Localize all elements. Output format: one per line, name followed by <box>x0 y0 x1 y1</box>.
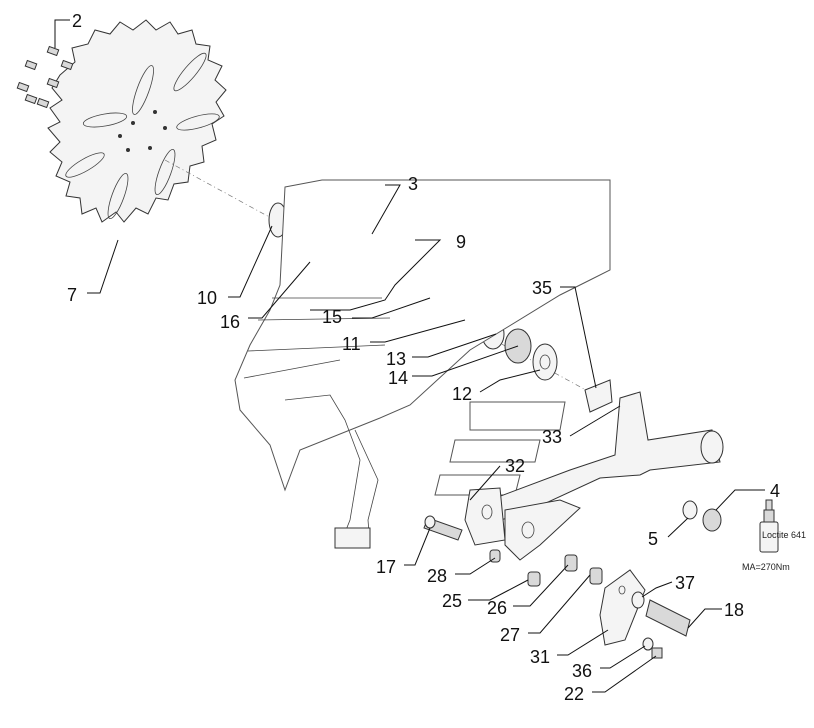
callout-17: 17 <box>376 557 396 577</box>
notched-disc <box>47 19 227 223</box>
callout-13: 13 <box>386 349 406 369</box>
adhesive-bottle: Loctite 641 <box>759 499 806 553</box>
callout-2: 2 <box>72 11 82 31</box>
callout-7: 7 <box>67 285 77 305</box>
callout-12: 12 <box>452 384 472 404</box>
callout-4: 4 <box>770 481 780 501</box>
callout-28: 28 <box>427 566 447 586</box>
callout-10: 10 <box>197 288 217 308</box>
callout-18: 18 <box>724 600 744 620</box>
callout-36: 36 <box>572 661 592 681</box>
callout-22: 22 <box>564 684 584 704</box>
callout-16: 16 <box>220 312 240 332</box>
callout-31: 31 <box>530 647 550 667</box>
callout-15: 15 <box>322 307 342 327</box>
shank-arm <box>284 379 724 659</box>
adhesive-label: Loctite 641 <box>762 530 806 540</box>
callout-37: 37 <box>675 573 695 593</box>
callout-11: 11 <box>342 334 361 354</box>
leader-lines <box>54 19 765 693</box>
callout-labels: 2 3 4 5 7 9 10 11 12 13 14 15 16 17 18 2… <box>67 11 780 704</box>
callout-33: 33 <box>542 427 562 447</box>
callout-25: 25 <box>442 591 462 611</box>
callout-14: 14 <box>388 368 408 388</box>
callout-9: 9 <box>456 232 466 252</box>
mount-plate-outline <box>234 179 611 496</box>
callout-32: 32 <box>505 456 525 476</box>
callout-5: 5 <box>648 529 658 549</box>
callout-3: 3 <box>408 174 418 194</box>
callout-27: 27 <box>500 625 520 645</box>
callout-35: 35 <box>532 278 552 298</box>
callout-26: 26 <box>487 598 507 618</box>
disc-bolts <box>16 45 74 109</box>
torque-note: MA=270Nm <box>742 562 790 572</box>
